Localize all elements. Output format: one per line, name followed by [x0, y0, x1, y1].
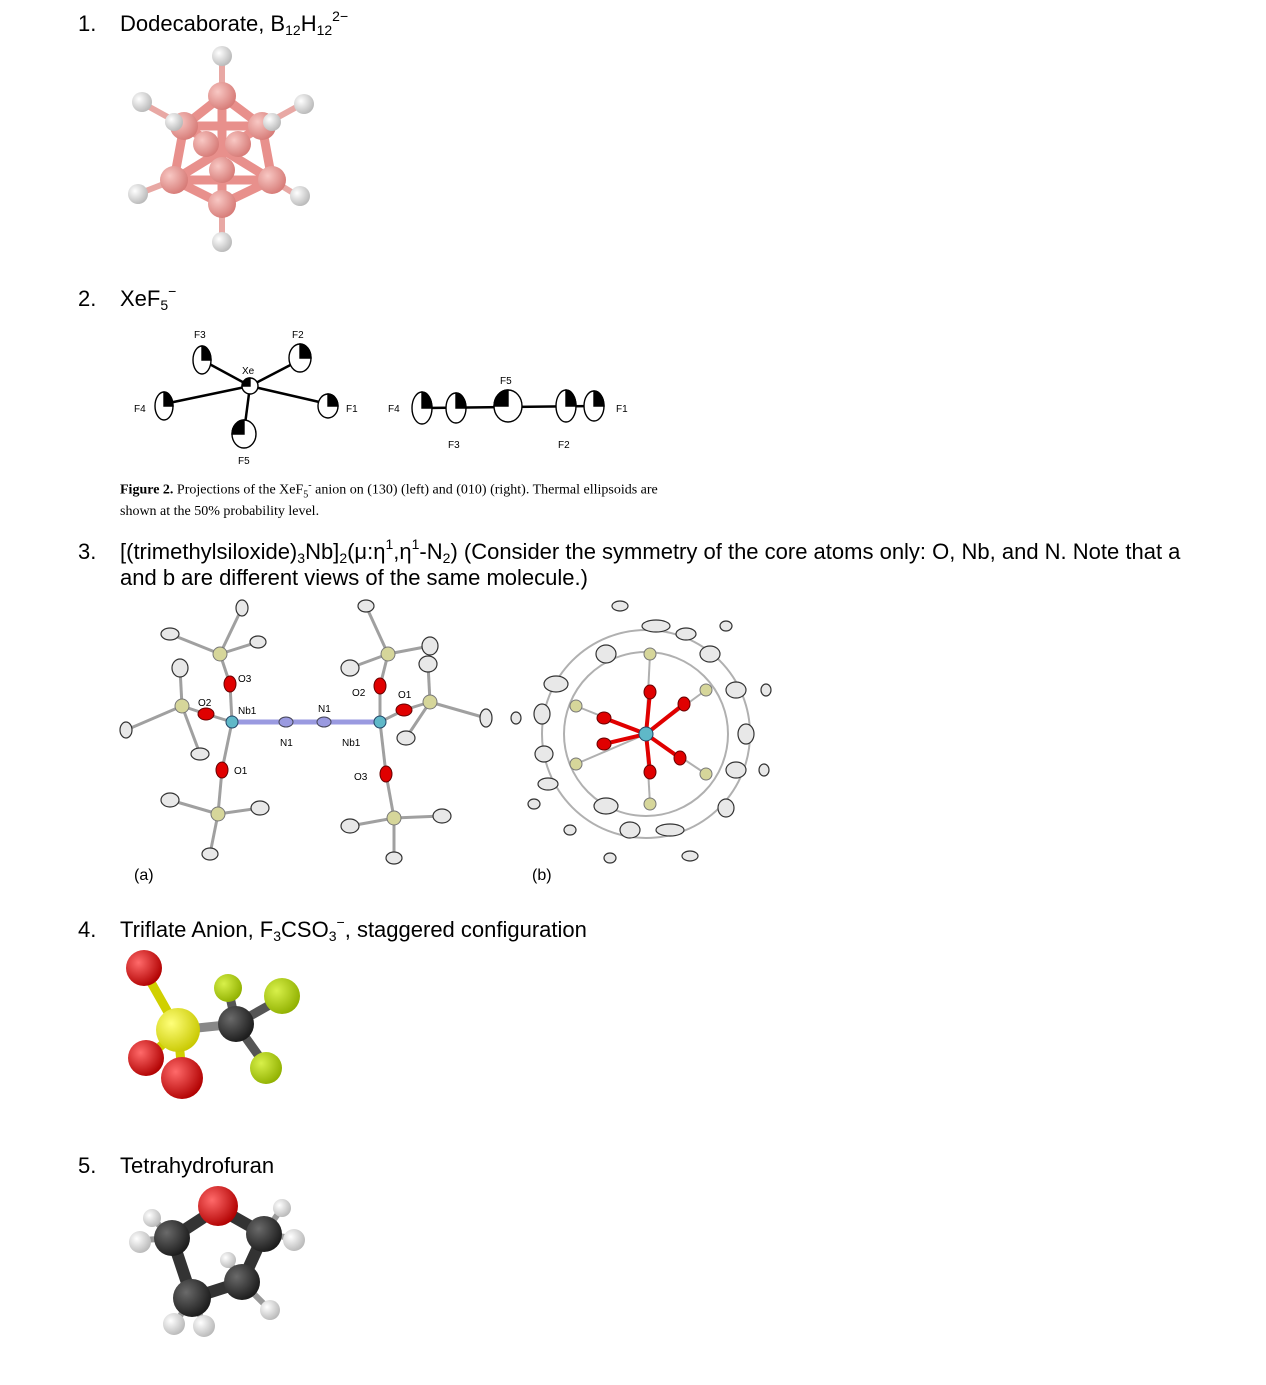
atom-label: F1 [346, 404, 358, 415]
atom-label: F2 [292, 330, 304, 341]
atom-label: Nb1 [238, 706, 257, 717]
atom-label: O2 [352, 688, 366, 699]
atom-label: F2 [558, 440, 570, 451]
atom-label: O3 [238, 674, 252, 685]
nb-complex-view-b: (b) [510, 600, 772, 884]
dodecaborate-molecule-image [128, 46, 314, 252]
item-title: Dodecaborate, B12H122− [120, 8, 349, 38]
panel-label-b: (b) [532, 867, 552, 884]
item-number: 5. [78, 1153, 97, 1178]
item-number: 1. [78, 11, 97, 36]
item-title: XeF5− [120, 283, 177, 313]
atom-label: F5 [238, 456, 250, 467]
atom-label: N1 [280, 738, 293, 749]
item-title: [(trimethylsiloxide)3Nb]2(μ:η1,η1-N2) (C… [120, 536, 1181, 590]
niobium-atom [638, 726, 654, 742]
item-number: 3. [78, 539, 97, 564]
atom-label: F4 [134, 404, 146, 415]
item-number: 2. [78, 286, 97, 311]
tetrahydrofuran-molecule-image [129, 1186, 305, 1337]
triflate-molecule-image [126, 950, 300, 1099]
item-number: 4. [78, 917, 97, 942]
methyl-ellipsoids [510, 600, 772, 864]
atom-label: Nb1 [342, 738, 361, 749]
figure-caption: Figure 2. Projections of the XeF5- anion… [120, 480, 658, 520]
panel-label-a: (a) [134, 867, 154, 884]
atom-label: F3 [448, 440, 460, 451]
nb-complex-view-a: O3 O2 Nb1 N1 N1 Nb1 O2 O1 O1 O3 (a) [119, 599, 493, 884]
atom-label: O1 [398, 690, 412, 701]
atom-label: O1 [234, 766, 248, 777]
xef5-ellipsoid-figure: F3 F2 Xe F4 F1 F5 F4 F5 F1 F3 F2 [134, 330, 628, 467]
atom-label: O3 [354, 772, 368, 783]
item-title: Triflate Anion, F3CSO3−, staggered confi… [120, 914, 587, 944]
hydrogen-atoms [128, 46, 314, 252]
atom-label: F1 [616, 404, 628, 415]
item-title: Tetrahydrofuran [120, 1153, 275, 1178]
atom-label: F4 [388, 404, 400, 415]
atom-label: Xe [242, 366, 255, 377]
atom-label: F3 [194, 330, 206, 341]
atom-label: N1 [318, 704, 331, 715]
atom-label: O2 [198, 698, 212, 709]
atom-label: F5 [500, 376, 512, 387]
